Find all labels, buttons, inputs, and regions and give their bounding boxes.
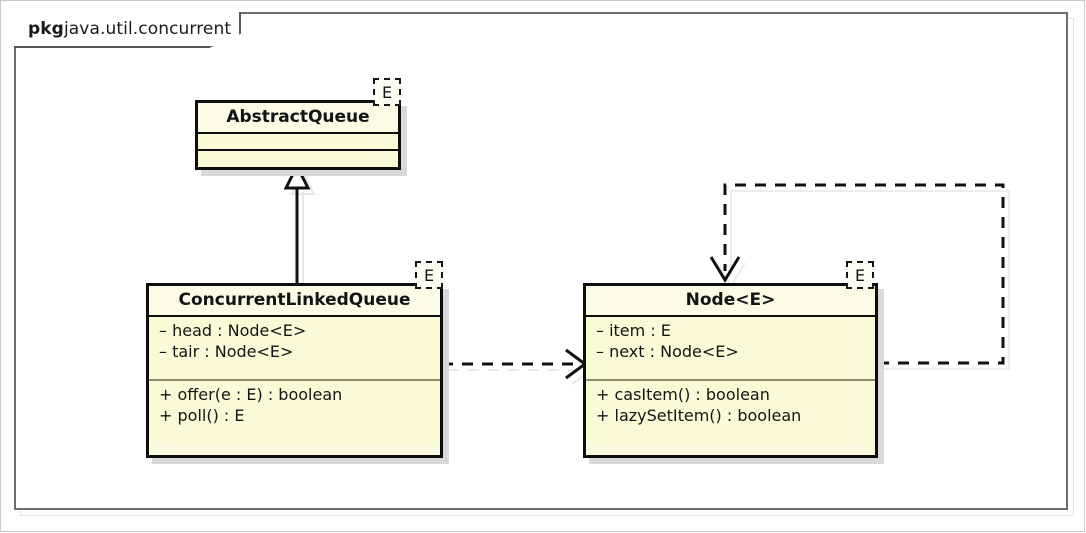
operation-row: + offer(e : E) : boolean	[159, 385, 343, 404]
concurrent-linked-queue-type-parameter: E	[415, 261, 443, 289]
class-concurrent-linked-queue[interactable]: ConcurrentLinkedQueue – head : Node<E> –…	[146, 283, 443, 458]
abstract-queue-type-parameter-label: E	[381, 82, 393, 102]
package-tab-label: pkgjava.util.concurrent	[28, 19, 231, 39]
concurrent-linked-queue-title: ConcurrentLinkedQueue	[149, 286, 440, 315]
attribute-row: – next : Node<E>	[596, 342, 739, 362]
node-attributes: – item : E – next : Node<E>	[586, 317, 875, 379]
node-separator-1	[586, 315, 875, 317]
abstract-queue-type-parameter: E	[373, 78, 401, 106]
node-title-text: Node	[685, 290, 736, 310]
attribute-row: – item : E	[596, 321, 671, 340]
self-dependency-connector	[700, 175, 1030, 375]
operation-row: + lazySetItem() : boolean	[596, 406, 802, 426]
node-separator-2	[586, 379, 875, 381]
operation-row: + poll() : E	[159, 406, 245, 426]
attribute-row: – head : Node<E>	[159, 321, 307, 340]
attribute-row: – tair : Node<E>	[159, 342, 294, 362]
abstract-queue-operations	[198, 151, 398, 167]
dependency-connector	[438, 345, 598, 385]
node-operations: + casItem() : boolean + lazySetItem() : …	[586, 381, 875, 443]
package-name: java.util.concurrent	[63, 19, 232, 39]
concurrent-linked-queue-separator-2	[149, 379, 440, 381]
class-abstract-queue[interactable]: AbstractQueue	[195, 100, 401, 170]
concurrent-linked-queue-attributes: – head : Node<E> – tair : Node<E>	[149, 317, 440, 379]
abstract-queue-separator-2	[198, 149, 398, 151]
generalization-connector	[270, 160, 330, 290]
node-type-parameter: E	[846, 261, 874, 289]
abstract-queue-attributes	[198, 134, 398, 149]
concurrent-linked-queue-operations: + offer(e : E) : boolean + poll() : E	[149, 381, 440, 443]
concurrent-linked-queue-type-parameter-label: E	[423, 265, 435, 285]
operation-row: + casItem() : boolean	[596, 385, 770, 404]
concurrent-linked-queue-separator-1	[149, 315, 440, 317]
abstract-queue-title: AbstractQueue	[198, 103, 398, 132]
node-title: Node<E>	[586, 286, 875, 315]
class-node[interactable]: Node<E> – item : E – next : Node<E> + ca…	[583, 283, 878, 458]
node-type-parameter-label: E	[854, 265, 866, 285]
package-keyword: pkg	[28, 19, 64, 39]
package-tab: pkgjava.util.concurrent	[14, 12, 242, 48]
abstract-queue-separator-1	[198, 132, 398, 134]
node-title-generic: <E>	[735, 290, 776, 310]
